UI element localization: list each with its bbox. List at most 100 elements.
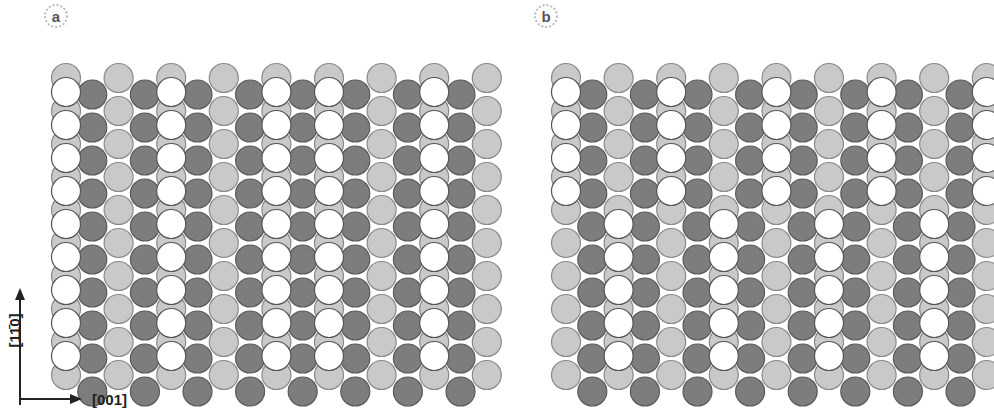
surface-atom [815,163,844,192]
surface-atom [815,97,844,126]
added-row-atom [315,78,344,107]
second-layer-atom [946,179,975,208]
added-row-atom [262,276,291,305]
surface-atom [972,328,994,357]
second-layer-atom [788,311,817,340]
second-layer-atom [446,80,475,109]
surface-atom [657,229,686,258]
added-row-atom [420,210,449,239]
surface-atom [209,196,238,225]
second-layer-atom [736,113,765,142]
second-layer-atom [893,179,922,208]
second-layer-atom [446,146,475,175]
added-row-atom [762,78,791,107]
surface-atom [972,361,994,390]
second-layer-atom [946,245,975,274]
second-layer-atom [683,179,712,208]
surface-atom [367,295,396,324]
second-layer-atom [893,311,922,340]
added-row-atom [920,210,949,239]
surface-atom [209,130,238,159]
added-row-atom [815,309,844,338]
second-layer-atom [841,179,870,208]
second-layer-atom [393,80,422,109]
added-row-atom [262,78,291,107]
surface-atom [472,64,501,93]
added-row-atom [420,78,449,107]
second-layer-atom [183,377,212,406]
second-layer-atom [946,377,975,406]
second-layer-atom [236,377,265,406]
added-row-atom [420,243,449,272]
second-layer-atom [288,311,317,340]
second-layer-atom [946,113,975,142]
second-layer-atom [946,278,975,307]
second-layer-atom [288,344,317,373]
second-layer-atom [893,278,922,307]
added-row-atom [709,243,738,272]
second-layer-atom [446,377,475,406]
second-layer-atom [130,344,159,373]
surface-atom [472,97,501,126]
surface-atom [709,163,738,192]
second-layer-atom [236,113,265,142]
second-layer-atom [446,344,475,373]
surface-atom [104,163,133,192]
tag-badge [45,5,67,27]
second-layer-atom [788,113,817,142]
second-layer-atom [130,179,159,208]
second-layer-atom [630,179,659,208]
surface-atom [367,130,396,159]
second-layer-atom [630,278,659,307]
second-layer-atom [578,344,607,373]
second-layer-atom [78,80,107,109]
second-layer-atom [341,113,370,142]
surface-atom [867,328,896,357]
second-layer-atom [183,80,212,109]
added-row-atom [262,309,291,338]
added-row-atom [972,111,994,140]
second-layer-atom [736,245,765,274]
added-row-atom [762,111,791,140]
second-layer-atom [236,80,265,109]
second-layer-atom [130,377,159,406]
added-row-atom [157,342,186,371]
second-layer-atom [683,80,712,109]
surface-atom [762,295,791,324]
added-row-atom [262,210,291,239]
added-row-atom [815,342,844,371]
second-layer-atom [683,113,712,142]
second-layer-atom [288,377,317,406]
second-layer-atom [630,245,659,274]
second-layer-atom [841,212,870,241]
added-row-atom [315,177,344,206]
second-layer-atom [236,245,265,274]
added-row-atom [604,342,633,371]
surface-atom [209,64,238,93]
added-row-atom [420,276,449,305]
surface-atom [552,328,581,357]
surface-atom [104,229,133,258]
second-layer-atom [446,278,475,307]
second-layer-atom [446,113,475,142]
added-row-atom [315,210,344,239]
second-layer-atom [183,278,212,307]
surface-atom [104,64,133,93]
second-layer-atom [578,245,607,274]
added-row-atom [420,111,449,140]
second-layer-atom [78,179,107,208]
added-row-atom [262,243,291,272]
axis-arrow [20,398,72,400]
second-layer-atom [578,278,607,307]
surface-atom [367,229,396,258]
surface-atom [972,229,994,258]
added-row-atom [315,276,344,305]
second-layer-atom [341,377,370,406]
second-layer-atom [841,344,870,373]
added-row-atom [157,144,186,173]
second-layer-atom [841,146,870,175]
added-row-atom [762,144,791,173]
second-layer-atom [341,179,370,208]
second-layer-atom [788,80,817,109]
